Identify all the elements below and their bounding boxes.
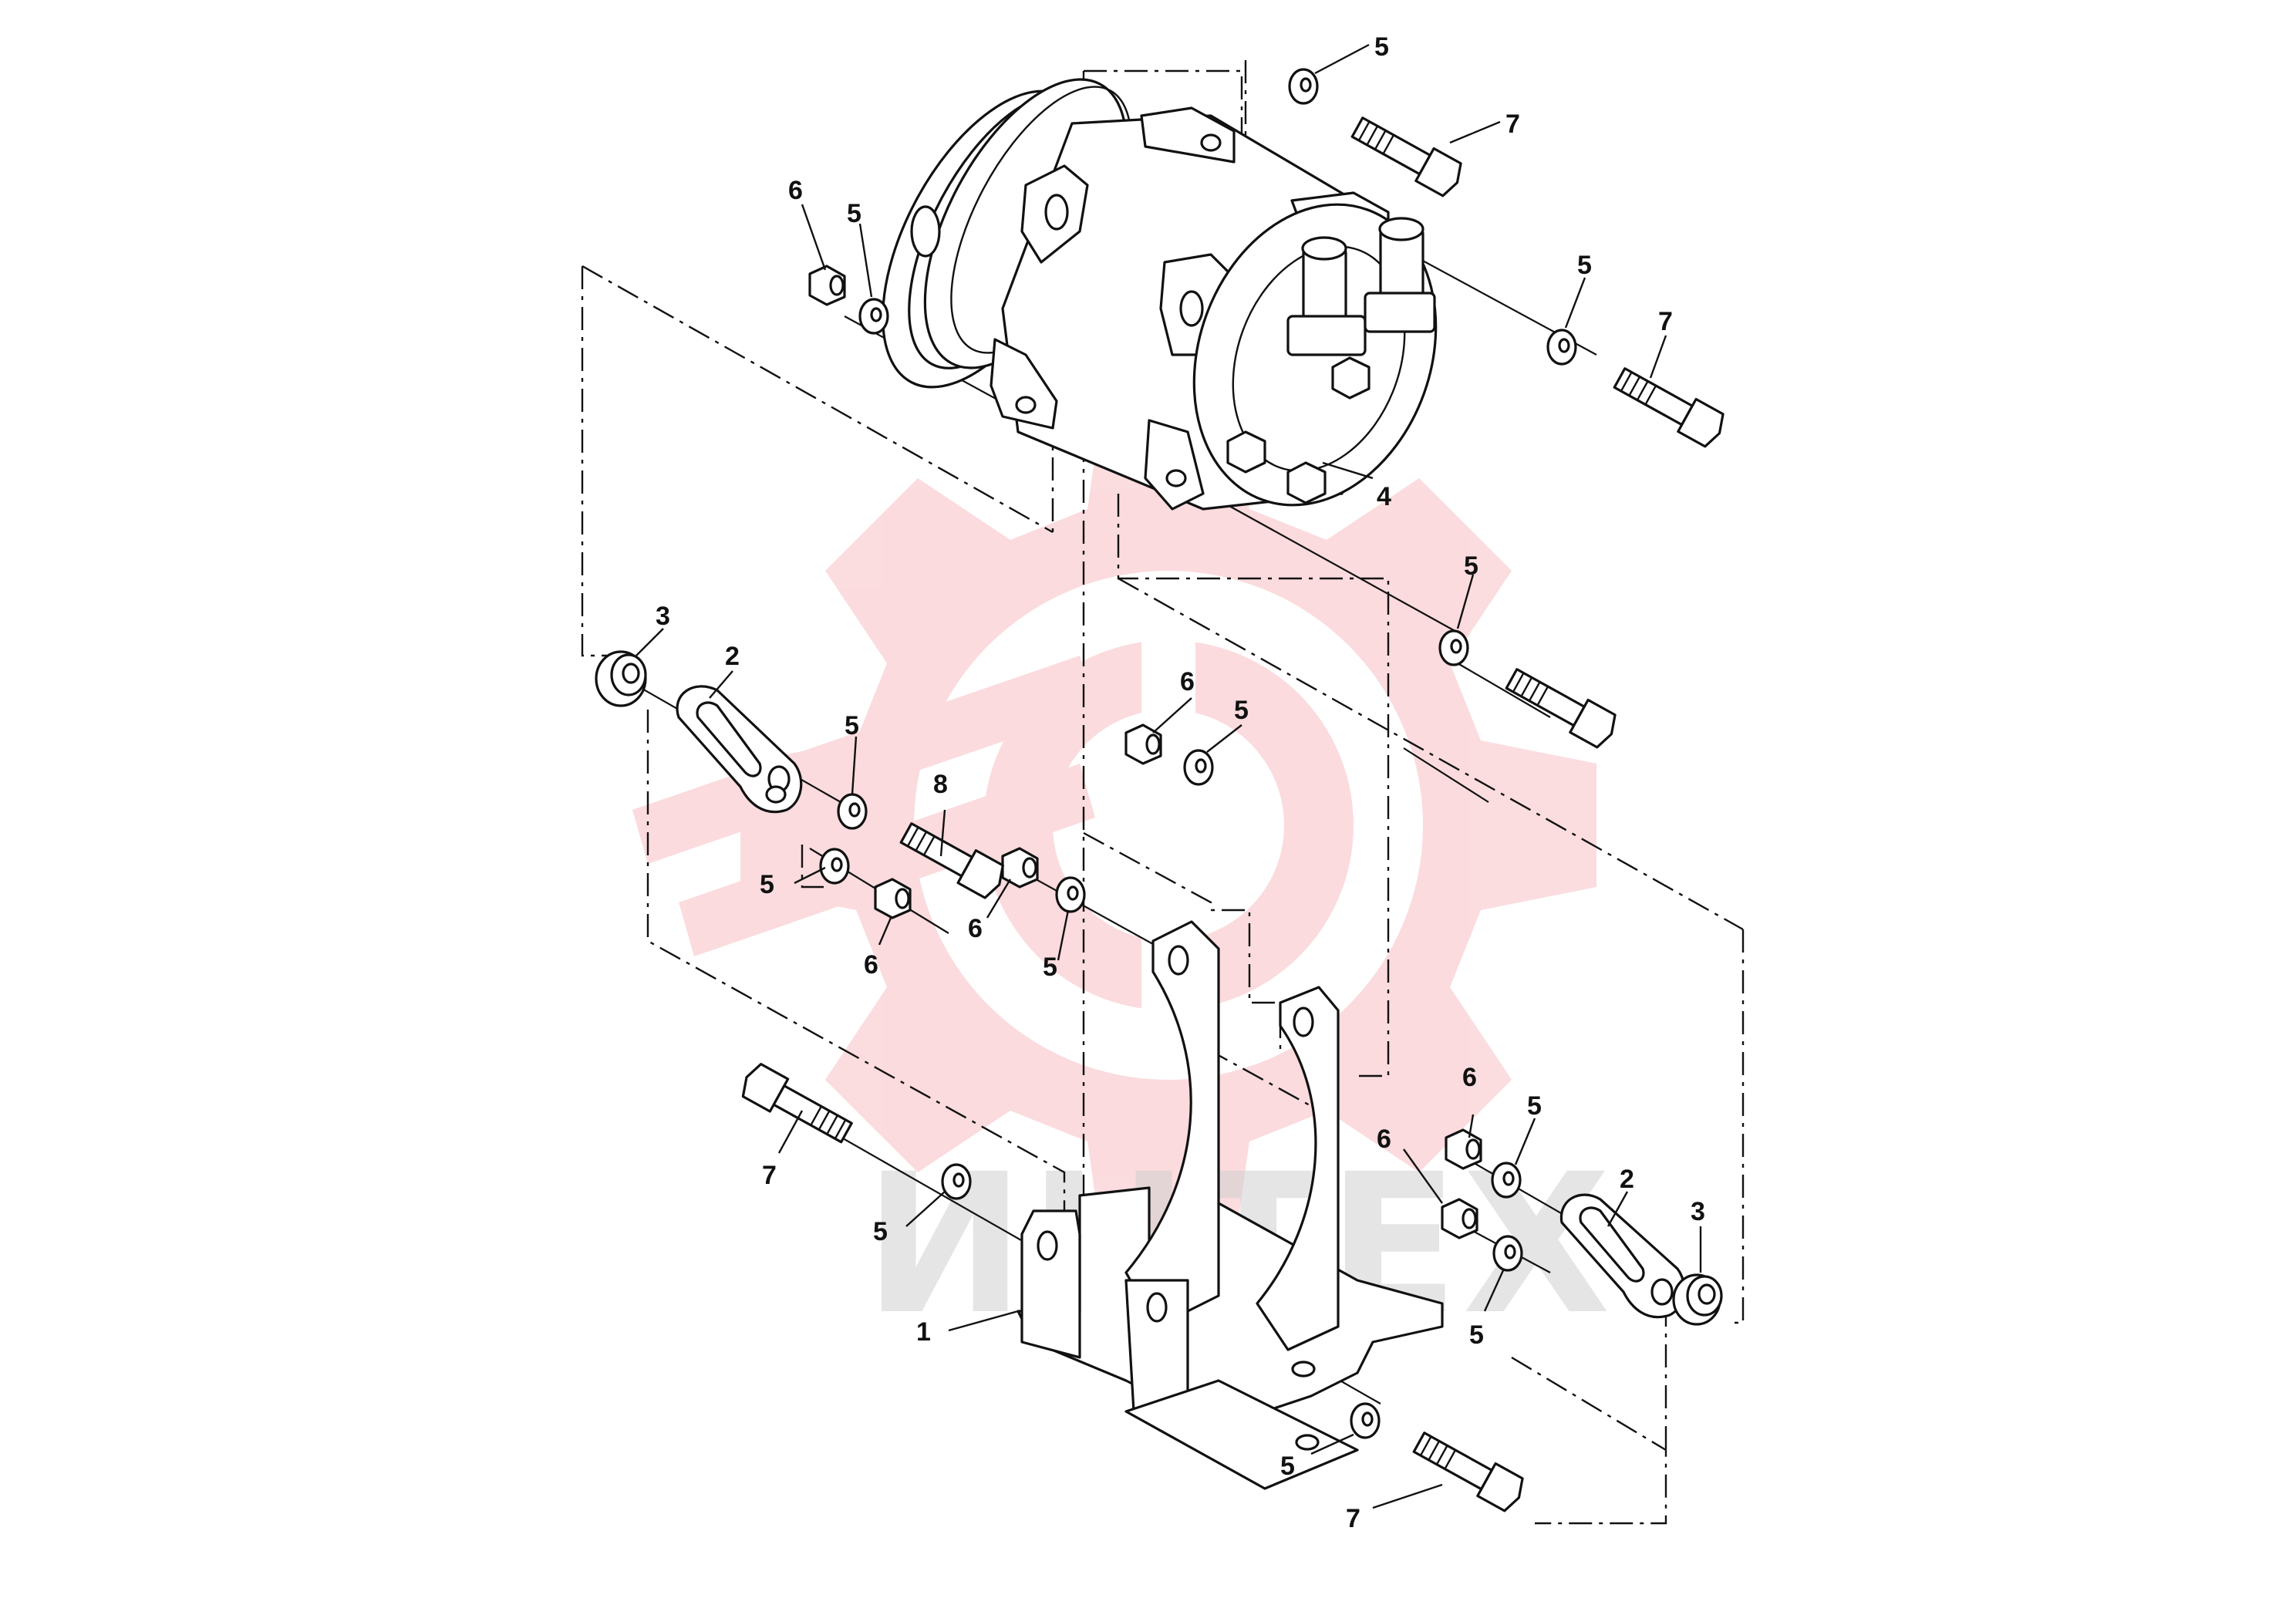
callout-5: 5 [760, 870, 774, 899]
callout-7: 7 [1346, 1504, 1360, 1533]
callout-5: 5 [1577, 251, 1592, 280]
washer-7 [819, 848, 850, 885]
gear-shape [740, 401, 1596, 1249]
callout-5: 5 [1469, 1320, 1484, 1350]
bolt-top [1350, 116, 1462, 197]
watermark-logo [632, 401, 1596, 1249]
leader-lines [636, 43, 1702, 1509]
callout-7: 7 [762, 1161, 777, 1190]
bolt-middle-right [1505, 668, 1617, 749]
callout-8: 8 [933, 770, 948, 799]
callout-2: 2 [1620, 1165, 1634, 1194]
washer-3 [1546, 329, 1577, 366]
callout-5: 5 [1464, 551, 1478, 581]
callout-5: 5 [845, 711, 859, 740]
nut-1 [808, 265, 846, 306]
callout-5: 5 [873, 1217, 888, 1246]
callout-3: 3 [656, 602, 670, 631]
callout-6: 6 [788, 176, 803, 205]
callout-6: 6 [1377, 1125, 1391, 1154]
callout-6: 6 [864, 950, 878, 980]
callout-6: 6 [1180, 667, 1195, 696]
callout-1: 1 [916, 1317, 931, 1347]
callout-5: 5 [847, 199, 861, 228]
link-part-2-right [1559, 1193, 1686, 1319]
bolt-bottom [1412, 1431, 1524, 1512]
compressor-part-4 [882, 78, 1438, 511]
bolt-part-8 [899, 822, 1004, 899]
washer-6 [837, 793, 868, 830]
callout-6: 6 [968, 914, 983, 943]
callout-5: 5 [1043, 953, 1057, 982]
nut-2 [1124, 723, 1162, 765]
bracket-part-1 [1017, 920, 1444, 1490]
callout-3: 3 [1691, 1197, 1705, 1226]
nut-5 [1445, 1128, 1482, 1170]
bolt-left [741, 1063, 853, 1144]
washer-5 [1183, 749, 1214, 786]
callout-5: 5 [1234, 696, 1249, 725]
callout-5: 5 [1374, 32, 1389, 62]
spacer-part-3-left [595, 650, 647, 707]
washer-10 [1491, 1162, 1522, 1199]
callout-6: 6 [1462, 1063, 1477, 1092]
nut-3 [1001, 847, 1039, 889]
callout-5: 5 [1527, 1091, 1542, 1121]
callout-7: 7 [1505, 110, 1520, 139]
link-part-2-left [676, 685, 803, 814]
callout-5: 5 [1280, 1452, 1295, 1481]
bolts-part-7 [741, 116, 1725, 1512]
nut-6 [1441, 1198, 1478, 1239]
assembly-lines [581, 60, 1745, 1525]
washer-11 [1492, 1235, 1523, 1272]
washer-4 [1438, 629, 1469, 666]
washer-9 [941, 1163, 972, 1200]
callout-2: 2 [725, 642, 740, 671]
callout-4: 4 [1377, 482, 1391, 511]
washer-8 [1055, 876, 1086, 913]
nut-4 [874, 878, 912, 919]
nuts-part-6 [808, 265, 1482, 1239]
spacer-part-3-right [1672, 1273, 1723, 1326]
washer-12 [1350, 1402, 1381, 1439]
washer-2 [858, 298, 889, 335]
callout-labels: 5 7 6 5 5 7 4 5 3 2 6 5 5 8 5 6 6 5 7 5 … [656, 32, 1705, 1533]
bolt-upper-right [1613, 367, 1725, 448]
callout-7: 7 [1658, 307, 1673, 336]
washer-1 [1288, 68, 1319, 105]
